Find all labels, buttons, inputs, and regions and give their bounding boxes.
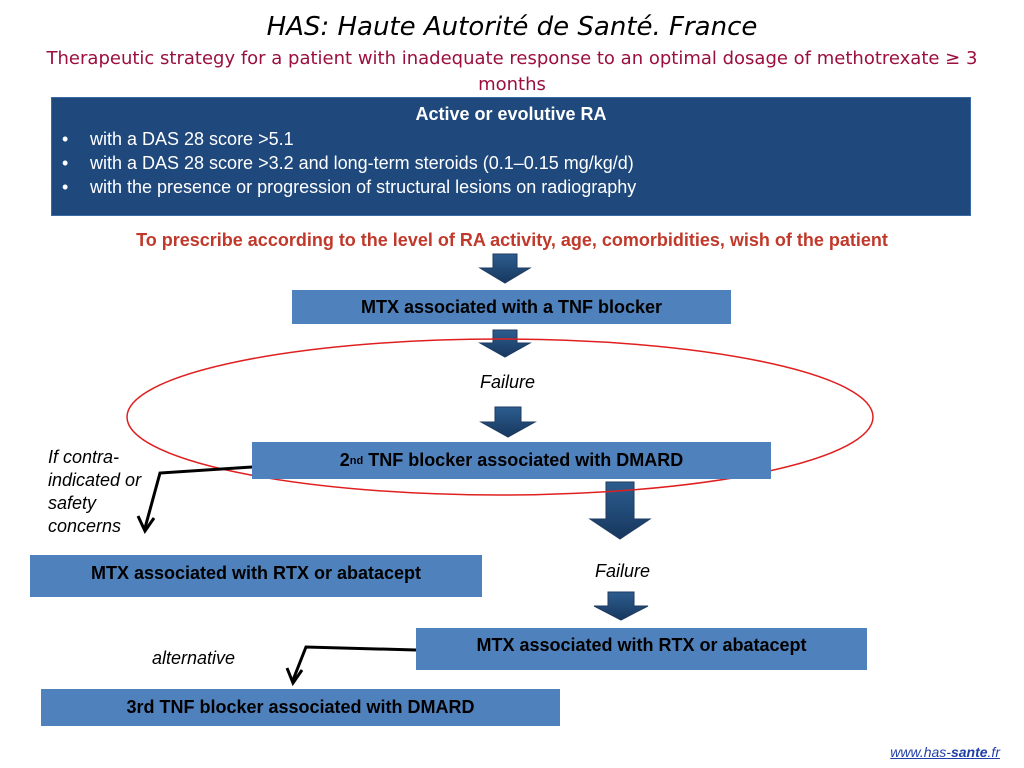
rtx-abatacept-right-box: MTX associated with RTX or abatacept <box>416 628 867 670</box>
down-arrow-icon <box>593 591 649 621</box>
alternative-label: alternative <box>152 648 236 668</box>
footer-link-prefix: www.has- <box>890 744 951 760</box>
connector-arrow-icon <box>285 645 417 687</box>
down-arrow-icon <box>588 481 652 540</box>
criteria-item: • with a DAS 28 score >5.1 <box>52 127 970 151</box>
footer-link[interactable]: www.has-sante.fr <box>890 744 1000 760</box>
criteria-item-text: with a DAS 28 score >3.2 and long-term s… <box>90 153 634 173</box>
failure-label: Failure <box>479 372 536 392</box>
highlight-ellipse <box>126 338 874 496</box>
bullet-icon: • <box>62 129 69 149</box>
footer-link-bold: sante <box>950 744 988 760</box>
step2-sup: nd <box>349 454 364 467</box>
criteria-item: • with a DAS 28 score >3.2 and long-term … <box>52 151 970 175</box>
criteria-item-text: with a DAS 28 score >5.1 <box>90 129 294 149</box>
contraindicated-label: If contra-indicated or safety concerns <box>48 447 142 536</box>
bullet-icon: • <box>62 177 69 197</box>
prescribe-text: To prescribe according to the level of R… <box>136 230 888 250</box>
rtx-abatacept-left-box: MTX associated with RTX or abatacept <box>30 555 482 597</box>
slide-title: HAS: Haute Autorité de Santé. France <box>266 12 758 42</box>
criteria-box: Active or evolutive RA • with a DAS 28 sc… <box>51 97 971 216</box>
down-arrow-icon <box>479 406 537 438</box>
third-tnf-box: 3rd TNF blocker associated with DMARD <box>41 689 560 726</box>
down-arrow-icon <box>478 253 532 284</box>
connector-arrow-icon <box>136 465 253 535</box>
step1-box: MTX associated with a TNF blocker <box>292 290 731 324</box>
criteria-item-text: with the presence or progression of stru… <box>90 177 637 197</box>
failure-label: Failure <box>594 561 651 581</box>
slide-subtitle: Therapeutic strategy for a patient with … <box>46 48 978 95</box>
step2-rest: TNF blocker associated with DMARD <box>363 450 684 470</box>
down-arrow-icon <box>478 329 532 358</box>
criteria-heading: Active or evolutive RA <box>415 104 607 124</box>
criteria-item: • with the presence or progression of str… <box>52 175 970 199</box>
bullet-icon: • <box>62 153 69 173</box>
criteria-list: • with a DAS 28 score >5.1 • with a DAS 28… <box>52 127 970 199</box>
step2-prefix: 2 <box>339 450 350 470</box>
footer-link-suffix: .fr <box>987 744 1000 760</box>
